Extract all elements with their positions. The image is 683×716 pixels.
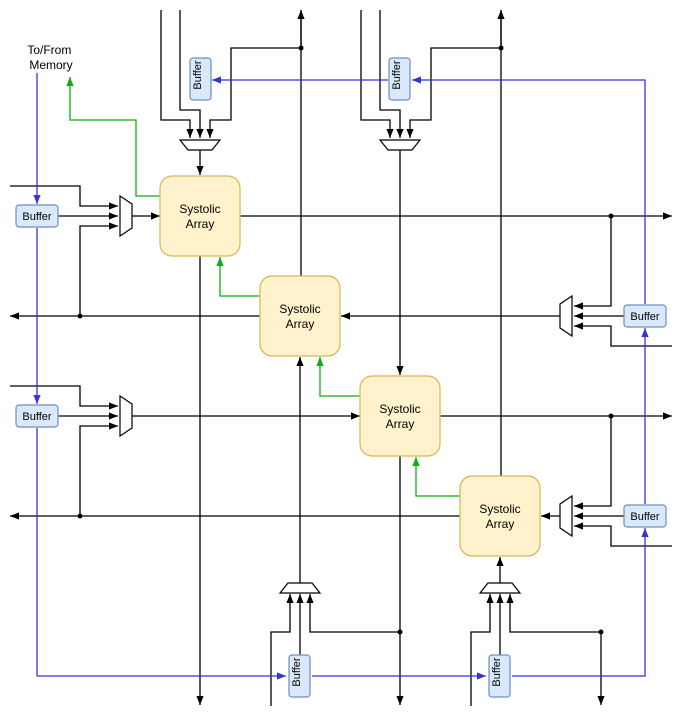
svg-text:Buffer: Buffer: [291, 657, 303, 686]
systolic-array-2: Systolic Array: [259, 275, 341, 357]
svg-text:Buffer: Buffer: [192, 60, 204, 89]
svg-text:Systolic: Systolic: [179, 202, 220, 216]
mux-top-2: [378, 139, 422, 151]
buffer-top-1: Buffer: [189, 57, 212, 101]
buffer-bottom-2: Buffer: [488, 654, 511, 698]
svg-text:Buffer: Buffer: [22, 211, 51, 223]
svg-text:Systolic: Systolic: [479, 502, 520, 516]
buffer-right-1: Buffer: [623, 304, 667, 328]
svg-text:Array: Array: [486, 517, 515, 531]
multiplexers: [119, 139, 573, 594]
mux-bottom-2: [478, 582, 522, 594]
svg-text:Buffer: Buffer: [391, 60, 403, 89]
svg-text:Buffer: Buffer: [491, 657, 503, 686]
mux-left-2: [119, 394, 133, 438]
buffer-left-2: Buffer: [15, 404, 59, 428]
svg-text:Systolic: Systolic: [279, 302, 320, 316]
buffer-bottom-1: Buffer: [288, 654, 311, 698]
ready-paths: [66, 77, 460, 497]
mux-right-1: [559, 294, 573, 338]
svg-text:Array: Array: [286, 317, 315, 331]
memory-paths: [33, 73, 649, 680]
data-wires: [10, 10, 672, 706]
mux-right-2: [559, 494, 573, 538]
junction-dots: [77, 45, 614, 635]
buffer-left-1: Buffer: [15, 204, 59, 228]
buffer-top-2: Buffer: [388, 57, 411, 101]
svg-text:Array: Array: [386, 417, 415, 431]
systolic-array-3: Systolic Array: [359, 375, 441, 457]
mux-left-1: [119, 194, 133, 238]
svg-text:Systolic: Systolic: [379, 402, 420, 416]
systolic-array-4: Systolic Array: [459, 475, 541, 557]
systolic-array-1: Systolic Array: [159, 175, 241, 257]
svg-text:Buffer: Buffer: [630, 511, 659, 523]
mux-top-1: [178, 139, 222, 151]
buffer-right-2: Buffer: [623, 504, 667, 528]
memory-label: To/From Memory: [27, 43, 74, 72]
mux-bottom-1: [278, 582, 322, 594]
svg-text:Buffer: Buffer: [630, 311, 659, 323]
svg-text:Array: Array: [186, 217, 215, 231]
svg-text:Buffer: Buffer: [22, 411, 51, 423]
